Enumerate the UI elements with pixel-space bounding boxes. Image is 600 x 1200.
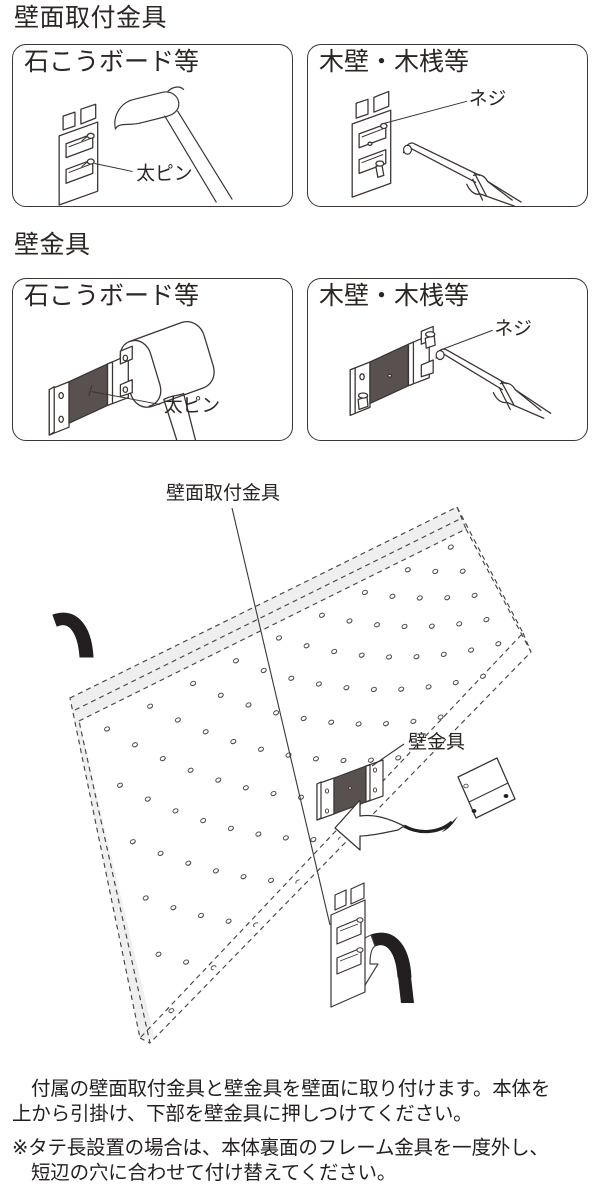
hammer-icon [114,86,233,203]
callout-label: ネジ [469,87,507,108]
section-heading-wall-bracket: 壁金具 [14,231,91,259]
wall-mount-plate-icon [58,103,99,206]
card-title: 木壁・木桟等 [319,48,470,76]
card-title: 石こうボード等 [24,282,200,310]
card-wall-bracket-plasterboard: 石こうボード等 [12,278,293,441]
note-line: ※タテ長設置の場合は、本体裏面のフレーム金具を一度外し、 [12,1137,549,1159]
illustration-wood-screw: ネジ [351,87,522,206]
callout-wall-bracket: 壁金具 [371,731,465,767]
note-paragraph-2: ※タテ長設置の場合は、本体裏面のフレーム金具を一度外し、 短辺の穴に合わせて付け… [12,1136,592,1186]
screwdriver-icon [435,348,552,419]
card-title: 石こうボード等 [24,48,200,76]
callout-label: ネジ [494,317,532,338]
hook-arrow-left [52,612,94,658]
callout-wall-mount: 壁面取付金具 [166,482,331,926]
callout-label: 太ピン [164,394,220,415]
card-wall-mount-plasterboard: 石こうボード等 [12,44,293,207]
wall-mount-plate-icon [351,90,392,198]
mallet-icon [119,321,215,440]
frame-plate-right [457,757,516,819]
card-row-wall-mount: 石こうボード等 [12,44,588,207]
card-wall-mount-wood: 木壁・木桟等 [307,44,588,207]
move-arrow-right [334,799,458,851]
wall-bracket-icon [48,345,133,436]
screwdriver-icon [402,142,522,206]
note-line: 短辺の穴に合わせて付け替えてください。 [31,1162,397,1184]
wall-bracket-icon [349,325,436,416]
wall-mount-plate-icon-top [330,882,366,1008]
callout-label-top: 壁面取付金具 [166,482,280,504]
note-line: 上から引掛け、下部を壁金具に押しつけてください。 [12,1103,473,1125]
callout-label: 太ピン [136,162,192,183]
callout-label-right: 壁金具 [408,731,465,753]
section-heading-wall-mount: 壁面取付金具 [14,4,168,32]
pegboard-panel [69,506,532,1045]
card-wall-bracket-wood: 木壁・木桟等 [307,278,588,441]
card-row-wall-bracket: 石こうボード等 [12,278,588,441]
illustration-plasterboard-pin: 太ピン [58,86,233,206]
main-installation-diagram: 壁面取付金具 [0,450,600,1075]
illustration-bracket-screw: ネジ [349,317,552,419]
note-line: 付属の壁面取付金具と壁金具を壁面に取り付けます。本体を [31,1078,551,1100]
instruction-notes: 付属の壁面取付金具と壁金具を壁面に取り付けます。本体を 上から引掛け、下部を壁金… [12,1077,592,1186]
illustration-bracket-mallet: 太ピン [48,321,220,440]
card-title: 木壁・木桟等 [319,282,470,310]
note-paragraph-1: 付属の壁面取付金具と壁金具を壁面に取り付けます。本体を 上から引掛け、下部を壁金… [12,1077,592,1127]
